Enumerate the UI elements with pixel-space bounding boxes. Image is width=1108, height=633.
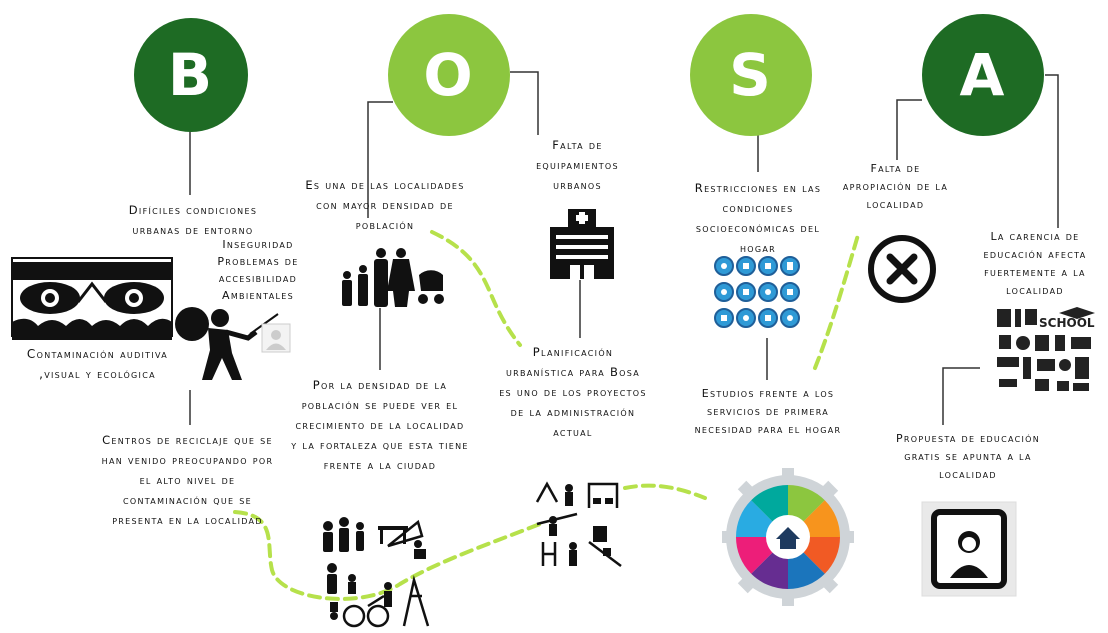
b-circle: B	[134, 18, 248, 132]
o-letter: O	[423, 41, 475, 109]
playground-icon	[535, 481, 622, 567]
b-text-3: Contaminación auditiva ,visual y ecológi…	[26, 347, 169, 381]
house-gear-icon	[722, 468, 854, 606]
a-circle: A	[922, 14, 1044, 136]
s-letter: S	[729, 41, 773, 109]
profile-icon	[261, 323, 291, 353]
a-letter: A	[959, 41, 1007, 109]
park-icon	[323, 517, 430, 628]
a-text-1: Falta de apropiación de la localidad	[842, 162, 949, 211]
b-text-1: Difíciles condiciones urbanas de entorno	[128, 203, 258, 237]
a-text-2: La carencia de educación afecta fuerteme…	[983, 230, 1087, 297]
o-text-4: Planificación urbanística para Bosa es u…	[499, 345, 647, 439]
hospital-icon	[550, 209, 614, 279]
thief-icon	[175, 307, 279, 380]
o-text-3: Por la densidad de la población se puede…	[291, 378, 469, 472]
o-text-1: Es una de las localidades con mayor dens…	[305, 178, 465, 232]
b-letter: B	[167, 41, 215, 109]
b-text-2: Inseguridad Problemas de accesibilidad A…	[217, 238, 299, 302]
a-text-3: Propuesta de educación gratis se apunta …	[895, 432, 1041, 481]
s-text-2: Estudios frente a los servicios de prime…	[694, 387, 842, 436]
eyes-icon	[11, 257, 173, 340]
school-label: SCHOOL	[1039, 316, 1095, 330]
portrait-frame-icon	[921, 501, 1017, 597]
x-circle-icon	[868, 235, 936, 303]
b-text-4: Centros de reciclaje que se han venido p…	[101, 433, 274, 527]
o-circle: O	[388, 14, 510, 136]
family-icon	[342, 248, 444, 307]
school-collage-icon: SCHOOL	[997, 307, 1095, 391]
s-circle: S	[690, 14, 812, 136]
s-text-1: Restricciones en las condiciones socioec…	[694, 181, 822, 255]
o-text-2: Falta de equipamientos urbanos	[536, 138, 619, 192]
services-grid-icon	[714, 256, 800, 328]
